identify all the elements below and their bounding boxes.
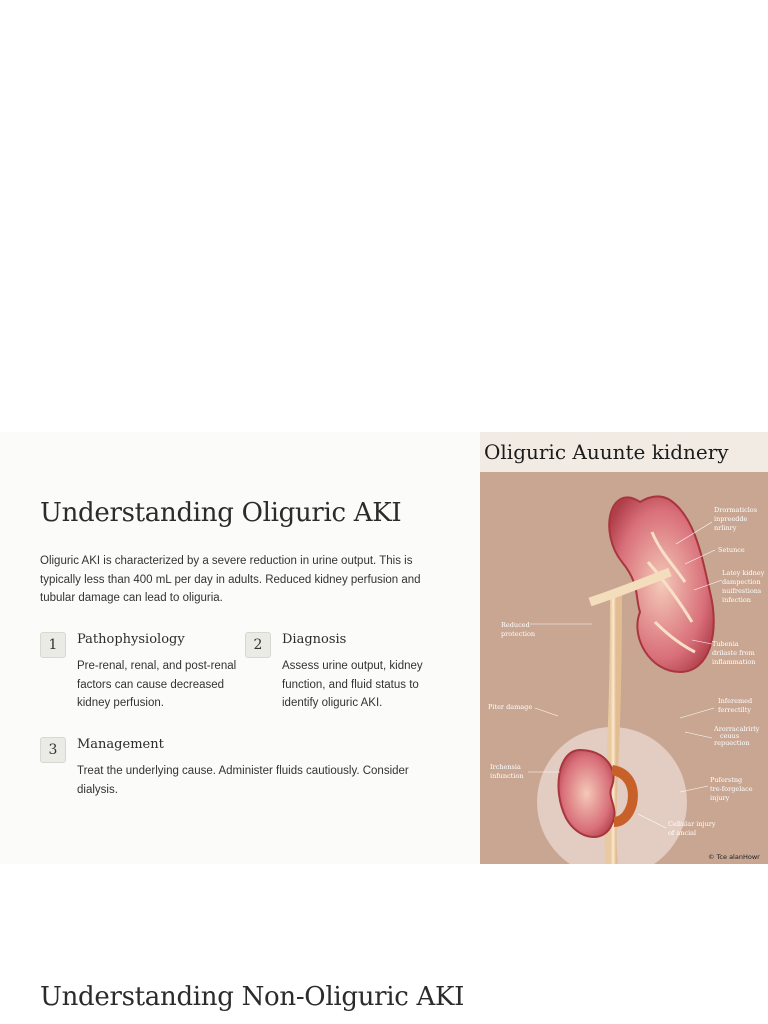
svg-text:ceuus: ceuus bbox=[720, 732, 739, 740]
kidney-illustration: Oliguric Auunte kidnery bbox=[480, 432, 768, 864]
step-title: Diagnosis bbox=[282, 632, 347, 647]
callout-lines bbox=[528, 521, 723, 829]
svg-text:injury: injury bbox=[710, 794, 730, 802]
svg-text:inpreedde: inpreedde bbox=[714, 515, 748, 523]
renal-pelvis bbox=[610, 765, 638, 827]
step-number-badge: 1 bbox=[40, 632, 66, 658]
svg-text:Irchensia: Irchensia bbox=[490, 763, 521, 771]
renal-structures bbox=[646, 531, 696, 654]
upper-kidney bbox=[608, 495, 715, 674]
step-title: Pathophysiology bbox=[77, 632, 185, 647]
svg-text:infunction: infunction bbox=[490, 772, 523, 780]
next-section-title: Understanding Non-Oliguric AKI bbox=[40, 982, 465, 1012]
illustration-art: Drormaticlos inpreedde nrlinry Setunce L… bbox=[480, 472, 768, 864]
svg-text:Puferstng: Puferstng bbox=[710, 776, 742, 784]
svg-text:Reduced: Reduced bbox=[501, 621, 530, 629]
svg-text:Arorracalrirly: Arorracalrirly bbox=[713, 725, 760, 733]
svg-text:Drormaticlos: Drormaticlos bbox=[714, 506, 757, 514]
intro-paragraph: Oliguric AKI is characterized by a sever… bbox=[40, 555, 421, 604]
step-description: Treat the underlying cause. Administer f… bbox=[77, 765, 409, 796]
renal-vessel bbox=[588, 567, 672, 607]
ureter bbox=[604, 591, 622, 864]
oliguric-aki-slide: Understanding Oliguric AKI Oliguric AKI … bbox=[0, 432, 768, 864]
svg-text:nrlinry: nrlinry bbox=[714, 524, 737, 532]
svg-text:tre-forgelace: tre-forgelace bbox=[710, 785, 753, 793]
svg-text:dampection: dampection bbox=[722, 578, 761, 586]
step-title: Management bbox=[77, 737, 164, 752]
callout-labels: Drormaticlos inpreedde nrlinry Setunce L… bbox=[488, 506, 765, 837]
svg-text:Piter damage: Piter damage bbox=[488, 703, 532, 711]
svg-text:Tubenia: Tubenia bbox=[712, 640, 739, 648]
svg-text:nuifrestions: nuifrestions bbox=[722, 587, 761, 595]
step-number-badge: 3 bbox=[40, 737, 66, 763]
illustration-title: Oliguric Auunte kidnery bbox=[484, 440, 729, 464]
svg-text:ferrectilty: ferrectilty bbox=[718, 706, 751, 714]
svg-text:Inferemed: Inferemed bbox=[718, 697, 752, 705]
illustration-credit: © Tce alanHowr bbox=[708, 853, 760, 861]
svg-text:Setunce: Setunce bbox=[718, 546, 745, 554]
svg-text:repuection: repuection bbox=[714, 739, 750, 747]
svg-text:infection: infection bbox=[722, 596, 751, 604]
step-number-badge: 2 bbox=[245, 632, 271, 658]
step-description: Pre-renal, renal, and post-renal factors… bbox=[77, 660, 237, 709]
svg-text:of ancial: of ancial bbox=[668, 829, 696, 837]
svg-text:protection: protection bbox=[501, 630, 535, 638]
svg-text:Cellular injury: Cellular injury bbox=[668, 820, 716, 828]
svg-text:drilaste from: drilaste from bbox=[712, 649, 755, 657]
svg-text:Latey kidney: Latey kidney bbox=[722, 569, 765, 577]
illustration-heading: Oliguric Auunte kidnery bbox=[480, 432, 768, 472]
step-description: Assess urine output, kidney function, an… bbox=[282, 660, 423, 709]
slide-title: Understanding Oliguric AKI bbox=[40, 498, 402, 528]
kidney-anatomy-drawing: Drormaticlos inpreedde nrlinry Setunce L… bbox=[488, 495, 765, 864]
svg-text:inflammation: inflammation bbox=[712, 658, 755, 666]
